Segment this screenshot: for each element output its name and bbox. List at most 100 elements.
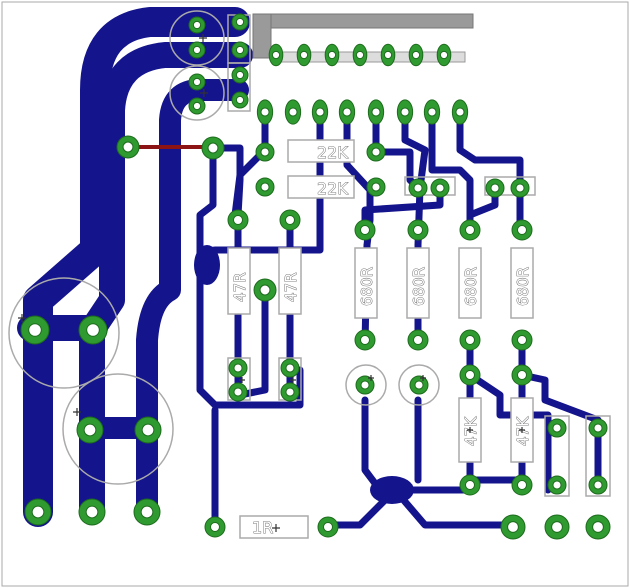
via-pad-icon — [231, 13, 249, 31]
via-pad-icon — [227, 209, 249, 231]
trace-bus-mid — [79, 42, 253, 525]
label-r-47k-left: 47K — [462, 416, 480, 446]
via-pad-icon — [547, 418, 567, 438]
via-pad-icon — [511, 329, 533, 351]
via-pad-icon — [228, 382, 248, 402]
via-pad-icon — [366, 142, 386, 162]
via-pad-icon — [116, 135, 140, 159]
label-r-680r-4: 680R — [514, 267, 532, 306]
via-pad-icon — [409, 375, 429, 395]
via-pad-icon — [430, 178, 450, 198]
trace-m — [456, 111, 524, 189]
cap-outline-c1 — [8, 277, 120, 389]
header-tab — [252, 13, 272, 59]
via-pad-icon — [279, 209, 301, 231]
plus-icon — [368, 375, 374, 381]
r-outline-47r-left — [227, 247, 251, 315]
r-outline-1r — [239, 515, 309, 539]
via-pad-icon — [201, 136, 225, 160]
header-body — [252, 13, 474, 29]
via-pad-icon — [588, 418, 608, 438]
label-r-680r-2: 680R — [410, 267, 428, 306]
trace-bus-left — [23, 7, 250, 527]
via-pad-icon — [544, 514, 570, 540]
plus-icon — [239, 377, 245, 383]
r-outline-47r-right — [278, 247, 302, 315]
plus-icon — [420, 375, 426, 381]
via-pad-icon — [296, 43, 312, 67]
via-pad-icon — [317, 516, 339, 538]
cap-outline-small-8 — [227, 62, 251, 112]
r-outline-680r-2 — [406, 247, 430, 319]
via-pad-icon — [407, 219, 429, 241]
cap-outline-c5 — [345, 364, 387, 406]
label-r-680r-3: 680R — [462, 267, 480, 306]
via-pad-icon — [78, 498, 106, 526]
cap-outline-c4 — [169, 65, 225, 121]
via-pad-icon — [134, 416, 162, 444]
pour-bottom — [370, 476, 414, 504]
via-pad-icon — [284, 99, 302, 125]
via-pad-icon — [324, 43, 340, 67]
r-outline-680r-1 — [354, 247, 378, 319]
via-pad-icon — [547, 475, 567, 495]
trace-bus-right — [136, 79, 249, 523]
via-pad-icon — [408, 43, 424, 67]
plus-icon — [18, 314, 26, 322]
cap-outline-small-1 — [544, 415, 570, 497]
via-pad-icon — [511, 219, 533, 241]
traces-normal — [196, 14, 602, 529]
via-pad-icon — [24, 498, 52, 526]
via-pad-icon — [396, 99, 414, 125]
via-pad-icon — [355, 375, 375, 395]
via-pad-icon — [352, 43, 368, 67]
via-pad-icon — [188, 16, 206, 34]
cap-outline-small-2 — [585, 415, 611, 497]
via-pad-icon — [459, 329, 481, 351]
via-pad-icon — [354, 329, 376, 351]
via-pad-icon — [133, 498, 161, 526]
via-pad-icon — [511, 474, 533, 496]
label-r-22k-bottom: 22K — [317, 179, 348, 198]
plus-icon — [467, 427, 473, 433]
trace-l — [428, 111, 474, 234]
via-pad-icon — [367, 99, 385, 125]
label-r-47k-right: 47K — [514, 416, 532, 446]
via-pad-icon — [408, 178, 428, 198]
plus-icon — [200, 89, 208, 97]
label-r-22k-top: 22K — [317, 143, 348, 162]
copper-blobs — [194, 245, 414, 504]
cap-outline-small-5 — [404, 176, 456, 196]
via-pad-icon — [231, 66, 249, 84]
plus-icon — [272, 524, 280, 532]
via-pad-icon — [436, 43, 452, 67]
via-pad-icon — [204, 516, 226, 538]
r-outline-22k-bottom — [287, 175, 355, 199]
cap-outline-c2 — [62, 373, 174, 485]
via-pad-icon — [380, 43, 396, 67]
via-pad-icon — [407, 329, 429, 351]
via-pad-icon — [231, 91, 249, 109]
via-pad-icon — [459, 474, 481, 496]
via-pad-icon — [451, 99, 469, 125]
label-r-680r-1: 680R — [358, 267, 376, 306]
via-pad-icon — [188, 97, 206, 115]
via-pad-icon — [585, 514, 611, 540]
polarity-marks — [18, 34, 525, 532]
pour-left — [194, 245, 220, 285]
via-pad-icon — [311, 99, 329, 125]
via-pad-icon — [485, 178, 505, 198]
via-pad-icon — [228, 358, 248, 378]
via-pad-icon — [354, 219, 376, 241]
via-pad-icon — [280, 358, 300, 378]
via-pad-icon — [231, 41, 249, 59]
silkscreen — [8, 10, 611, 539]
plus-icon — [290, 377, 296, 383]
via-pad-icon — [268, 43, 284, 67]
via-pad-icon — [423, 99, 441, 125]
via-pad-icon — [588, 475, 608, 495]
via-pad-icon — [255, 177, 275, 197]
via-pad-icon — [76, 416, 104, 444]
